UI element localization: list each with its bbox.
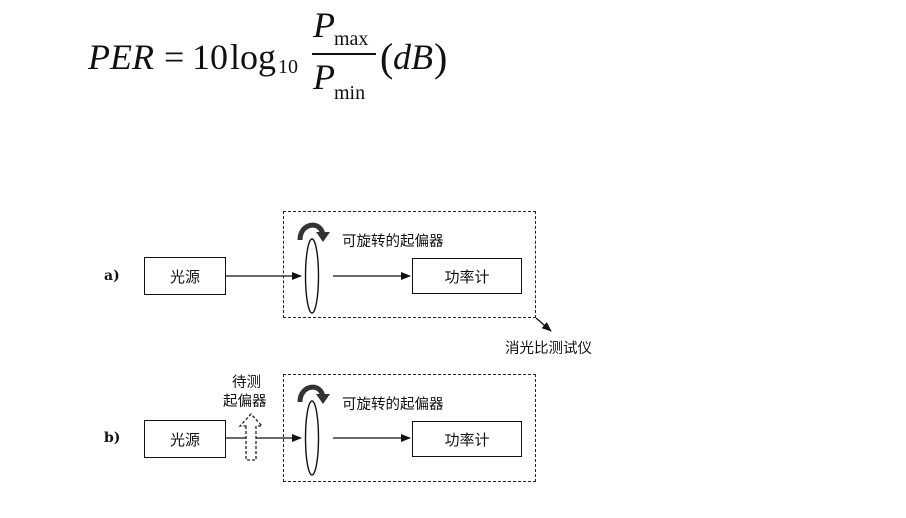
formula-paren-close: ) xyxy=(434,35,448,80)
dut-polarizer-label-line2: 起偏器 xyxy=(223,394,267,410)
power-meter-box-b: 功率计 xyxy=(412,421,522,457)
power-meter-box-a: 功率计 xyxy=(412,258,522,294)
rotate-arrow-b-icon xyxy=(297,384,330,404)
light-source-label-b: 光源 xyxy=(169,430,200,449)
extinction-ratio-tester-label: 消光比测试仪 xyxy=(505,341,592,357)
light-source-box-a: 光源 xyxy=(144,257,226,295)
formula-equals: = xyxy=(164,37,185,77)
row-label-a: a) xyxy=(104,268,120,284)
formula-denominator-symbol: P xyxy=(313,57,335,97)
extinction-ratio-tester-frame-a xyxy=(283,211,536,318)
power-meter-label-a: 功率计 xyxy=(444,267,490,286)
instrument-pointer-arrow xyxy=(535,317,552,332)
formula-paren-open: ( xyxy=(380,35,394,80)
formula-numerator-symbol: P xyxy=(313,5,335,45)
power-meter-label-b: 功率计 xyxy=(444,430,490,449)
rotatable-polarizer-label-a: 可旋转的起偏器 xyxy=(342,234,444,250)
light-source-label-a: 光源 xyxy=(169,267,200,286)
formula-log: log xyxy=(230,37,277,77)
polarizer-lens-b-icon xyxy=(304,400,320,476)
formula-denominator-subscript: min xyxy=(334,82,366,104)
polarizer-lens-a-icon xyxy=(304,238,320,314)
formula-coefficient: 10 xyxy=(192,37,228,77)
formula-log-base: 10 xyxy=(278,56,298,78)
row-label-b: b) xyxy=(104,430,121,446)
per-formula: PER = 10 log 10 P max P min ( dB ) xyxy=(88,5,468,112)
formula-unit: dB xyxy=(393,37,433,77)
light-source-box-b: 光源 xyxy=(144,420,226,458)
formula-fraction-bar xyxy=(312,53,376,55)
formula-lhs: PER xyxy=(88,37,154,77)
rotate-arrow-a-icon xyxy=(297,222,330,242)
rotatable-polarizer-label-b: 可旋转的起偏器 xyxy=(342,397,444,413)
dut-polarizer-icon xyxy=(238,413,264,461)
extinction-ratio-tester-frame-b xyxy=(283,374,536,482)
dut-polarizer-label-line1: 待测 xyxy=(232,375,261,391)
formula-numerator-subscript: max xyxy=(334,28,369,50)
